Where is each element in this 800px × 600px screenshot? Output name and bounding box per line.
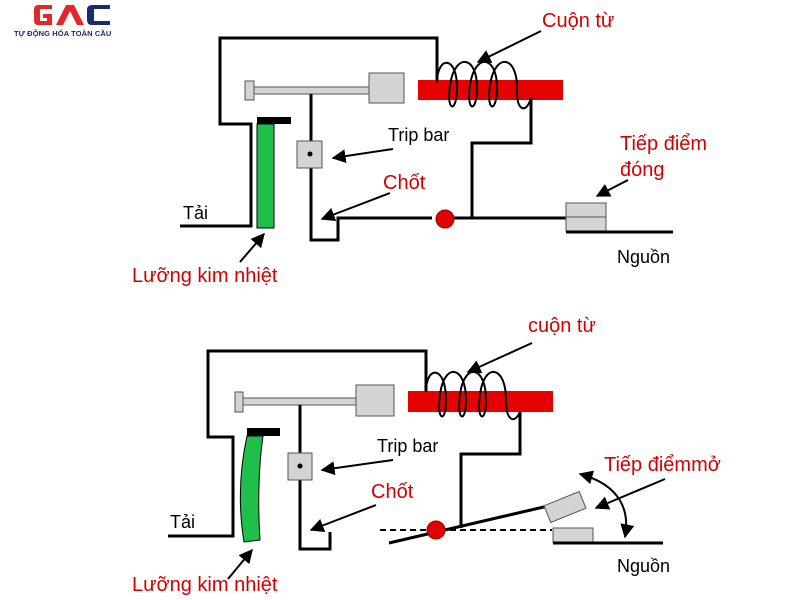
pivot-point [435, 209, 455, 229]
fixed-contact [552, 527, 594, 543]
label-load: Tải [183, 203, 208, 223]
coil-core [418, 80, 563, 100]
rotation-arrow [578, 470, 635, 539]
trip-bar-pivot-box [287, 452, 313, 481]
label-bimetal: Lưỡng kim nhiệt [132, 574, 278, 596]
arrow-latch [320, 192, 391, 222]
label-source: Nguồn [617, 247, 670, 267]
label-trip-bar: Trip bar [377, 436, 438, 456]
logo-tagline: TỰ ĐỘNG HÓA TOÀN CẦU [14, 29, 112, 38]
bimetal-strip [239, 435, 264, 543]
coil-winding [436, 61, 532, 110]
label-latch: Chốt [383, 172, 426, 194]
pivot-point [426, 520, 446, 540]
arrow-trip-bar [331, 148, 394, 164]
label-coil: cuộn từ [528, 315, 596, 337]
trip-bar-pivot-dot [307, 151, 313, 157]
wire-load-frame [168, 349, 428, 538]
arrow-trip-bar [320, 459, 394, 476]
label-contact-line1: Tiếp điểm [620, 133, 707, 155]
trip-bar-pivot-dot [297, 463, 303, 469]
arrow-latch [309, 504, 377, 533]
arrow-coil [476, 30, 542, 63]
gac-logo: TỰ ĐỘNG HÓA TOÀN CẦU [14, 2, 124, 42]
open-state-diagram: cuộn từ Trip bar Chốt Tiếp điểmmở Tải Ng… [132, 315, 721, 596]
coil-core [408, 391, 553, 412]
arrow-coil [466, 342, 533, 374]
fixed-contact [565, 216, 607, 232]
contact-arm [388, 504, 549, 545]
trip-bar-rod [242, 397, 357, 406]
label-bimetal: Lưỡng kim nhiệt [132, 265, 278, 287]
arrow-bimetal [227, 548, 253, 580]
gac-logo-mark [34, 5, 110, 25]
trip-bar-end-cap [244, 80, 255, 101]
bimetal-strip [256, 123, 275, 229]
trip-link [309, 94, 432, 242]
label-coil: Cuộn từ [542, 10, 614, 32]
wire-load-frame [180, 36, 439, 228]
label-contact-line2: đóng [620, 159, 665, 181]
arrow-bimetal [239, 232, 265, 263]
arrow-contact [595, 179, 629, 197]
coil-winding [425, 371, 521, 421]
bimetal-cap [257, 117, 291, 124]
trip-bar-rod [253, 86, 370, 95]
wire-coil-pivot [459, 412, 522, 528]
label-latch: Chốt [371, 481, 414, 503]
trip-bar-end-cap [234, 391, 244, 413]
moving-contact [565, 202, 607, 218]
label-load: Tải [170, 512, 195, 532]
label-trip-bar: Trip bar [388, 125, 449, 145]
label-source: Nguồn [617, 556, 670, 576]
bimetal-cap [247, 428, 280, 436]
moving-contact [543, 490, 587, 524]
label-contact: Tiếp điểmmở [604, 454, 721, 476]
wire-coil-pivot [470, 98, 533, 218]
closed-state-diagram: Cuộn từ Trip bar Chốt Tiếp điểm đóng Tải… [132, 10, 707, 287]
armature-block [355, 384, 395, 417]
arrow-contact [594, 478, 666, 510]
armature-block [368, 72, 405, 104]
